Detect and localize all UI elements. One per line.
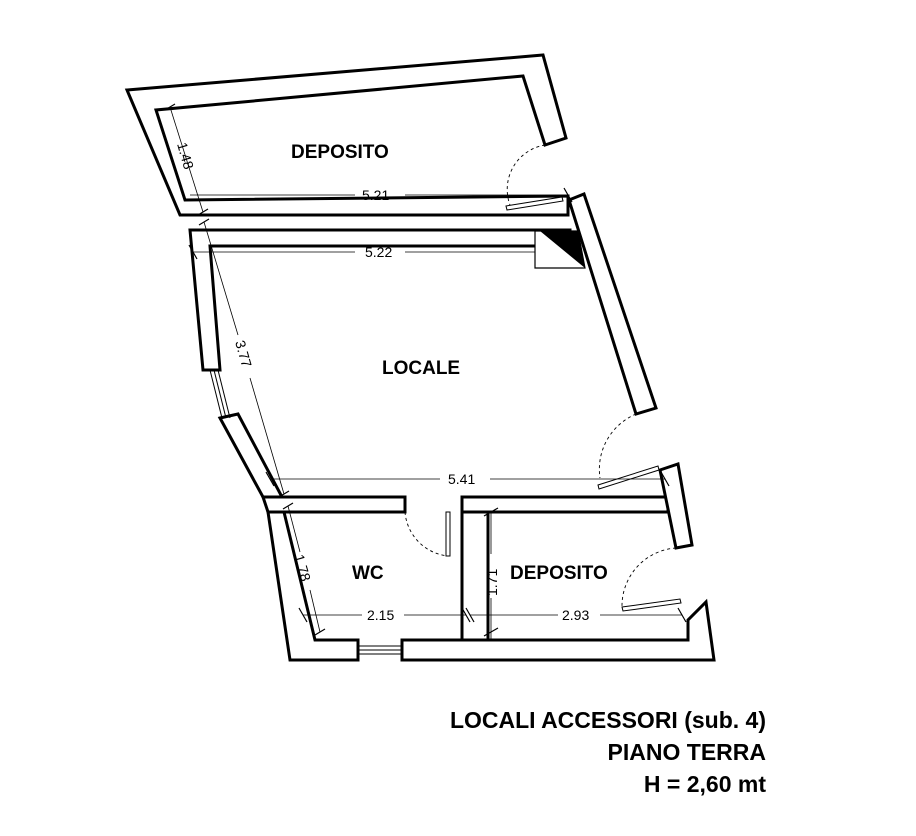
dim-locale-width-top: 5.22 (365, 244, 392, 260)
dim-deposito-top-width: 5.21 (362, 187, 389, 203)
dim-deposito-top-depth: 1.48 (174, 140, 197, 171)
title-line-3: H = 2,60 mt (643, 771, 766, 797)
dim-deposito-bottom-depth: 1.71 (484, 569, 500, 596)
shaft-fill (540, 231, 585, 268)
room-label-deposito-top: DEPOSITO (291, 142, 389, 163)
wall-partition-left (260, 495, 407, 514)
room-label-deposito-bottom: DEPOSITO (510, 563, 608, 584)
title-block: LOCALI ACCESSORI (sub. 4) PIANO TERRA H … (450, 704, 766, 800)
dim-wc-depth: 1.78 (291, 552, 314, 583)
door-deposito-bottom-arc (621, 547, 677, 607)
window-west (209, 369, 223, 419)
door-locale-east-leaf (597, 465, 660, 490)
dim-locale-depth: 3.77 (232, 338, 255, 369)
door-wc-arc (404, 511, 449, 557)
door-locale-east-arc (598, 413, 637, 479)
door-wc-leaf (445, 511, 451, 557)
dim-locale-width-bottom: 5.41 (448, 471, 475, 487)
wall-bottom-south (400, 598, 716, 662)
dim-wc-width: 2.15 (367, 607, 394, 623)
door-deposito-top-leaf (505, 196, 564, 211)
wall-locale-west-upper (188, 228, 572, 372)
wall-locale-east (567, 192, 658, 416)
room-label-locale: LOCALE (382, 358, 460, 379)
wall-wc-west (266, 510, 360, 662)
wall-deposito-top-north (124, 53, 570, 217)
title-line-1: LOCALI ACCESSORI (sub. 4) (449, 707, 766, 733)
wall-partition-right (460, 495, 670, 514)
dim-deposito-bottom-width: 2.93 (562, 607, 589, 623)
title-line-2: PIANO TERRA (607, 739, 766, 765)
door-deposito-bottom-leaf (621, 598, 682, 612)
room-label-wc: WC (352, 563, 384, 584)
